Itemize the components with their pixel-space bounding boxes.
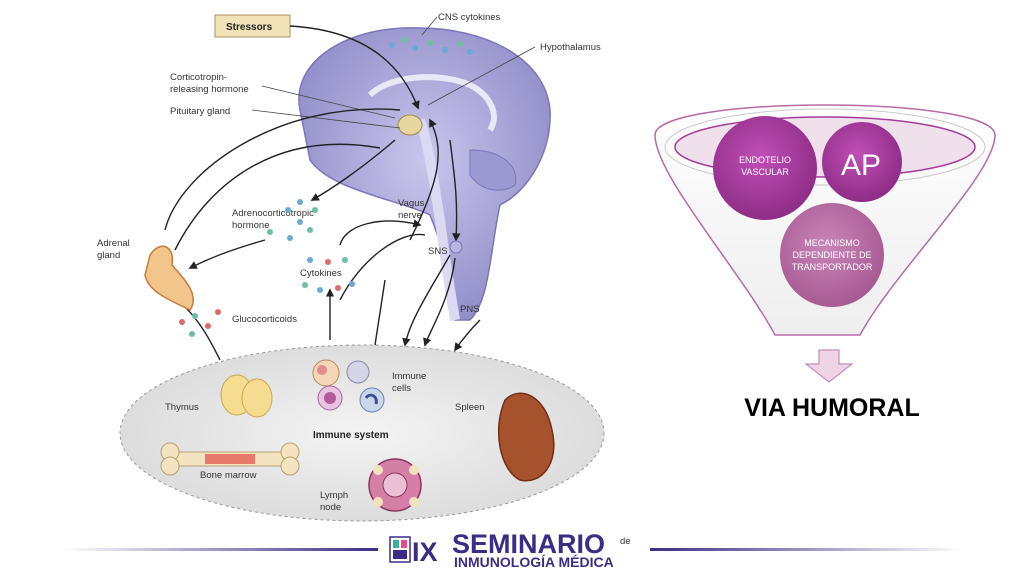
leader-lines bbox=[251, 16, 536, 129]
vagus-label-2: nerve bbox=[398, 210, 422, 221]
endotelio-label-1: ENDOTELIO bbox=[739, 155, 791, 165]
ap-label: AP bbox=[841, 149, 881, 182]
glucocorticoid-dots bbox=[179, 309, 221, 337]
inmunologia-subtitle: INMUNOLOGÍA MÉDICA bbox=[454, 554, 614, 570]
spleen-organ bbox=[497, 392, 555, 482]
lymph-node-organ bbox=[368, 458, 422, 512]
immune-cells-label-1: Immune bbox=[392, 371, 426, 382]
glucocorticoids-label: Glucocorticoids bbox=[232, 314, 297, 325]
roman-numeral: IX bbox=[412, 537, 438, 567]
immune-cells bbox=[312, 359, 385, 413]
footer-line-right bbox=[650, 548, 965, 551]
hypothalamus-label: Hypothalamus bbox=[540, 42, 601, 53]
seminario-de: de bbox=[620, 536, 631, 547]
funnel-diagram: ENDOTELIO VASCULAR AP MECANISMO DEPENDIE… bbox=[654, 104, 996, 422]
circle-mecanismo bbox=[780, 203, 884, 307]
cytokine-dots bbox=[302, 257, 355, 293]
acth-label-1: Adrenocorticotropic bbox=[232, 208, 314, 219]
endotelio-label-2: VASCULAR bbox=[741, 167, 789, 177]
sns-node bbox=[449, 240, 463, 254]
thymus-organ bbox=[220, 374, 273, 418]
signal-arrows bbox=[164, 25, 481, 361]
footer-branding: IX SEMINARIO de INMUNOLOGÍA MÉDICA bbox=[60, 529, 965, 570]
mecanismo-label-2: DEPENDIENTE DE bbox=[792, 250, 871, 260]
pns-label: PNS bbox=[460, 304, 480, 315]
adrenal-label-1: Adrenal bbox=[97, 238, 130, 249]
circle-ap bbox=[822, 122, 902, 202]
sns-label: SNS bbox=[428, 246, 448, 257]
vagus-label-1: Vagus bbox=[398, 198, 424, 209]
immune-cells-label-2: cells bbox=[392, 383, 411, 394]
stressors-label: Stressors bbox=[226, 22, 273, 33]
immune-system-label: Immune system bbox=[313, 430, 389, 441]
cns-cytokines-label: CNS cytokines bbox=[438, 12, 501, 23]
acth-dots bbox=[267, 199, 318, 241]
brain-illustration bbox=[298, 27, 551, 321]
pituitary-label: Pituitary gland bbox=[170, 106, 230, 117]
thymus-label: Thymus bbox=[165, 402, 199, 413]
seminario-logo-icon bbox=[389, 536, 411, 563]
seminario-title: SEMINARIO bbox=[452, 529, 605, 559]
adrenal-label-2: gland bbox=[97, 250, 120, 261]
cytokines-label: Cytokines bbox=[300, 268, 342, 279]
circle-endotelio bbox=[713, 116, 817, 220]
lymph-node-label-2: node bbox=[320, 502, 341, 513]
mecanismo-label-1: MECANISMO bbox=[804, 238, 860, 248]
footer-line-left bbox=[60, 548, 378, 551]
crh-label-2: releasing hormone bbox=[170, 84, 249, 95]
bone-marrow-label: Bone marrow bbox=[200, 470, 257, 481]
acth-label-2: hormone bbox=[232, 220, 270, 231]
crh-label-1: Corticotropin- bbox=[170, 72, 227, 83]
mecanismo-label-3: TRANSPORTADOR bbox=[792, 262, 873, 272]
lymph-node-label-1: Lymph bbox=[320, 490, 348, 501]
cns-cytokine-dots bbox=[389, 37, 473, 55]
spleen-label: Spleen bbox=[455, 402, 485, 413]
pituitary-cluster bbox=[397, 114, 423, 136]
down-arrow-icon bbox=[804, 349, 854, 383]
bone-marrow-organ bbox=[160, 442, 300, 476]
adrenal-gland bbox=[144, 245, 194, 311]
via-humoral-title: VIA HUMORAL bbox=[744, 394, 919, 422]
neuroimmune-diagram: Stressors CNS cytokines Hypothalamus Cor… bbox=[97, 12, 605, 522]
